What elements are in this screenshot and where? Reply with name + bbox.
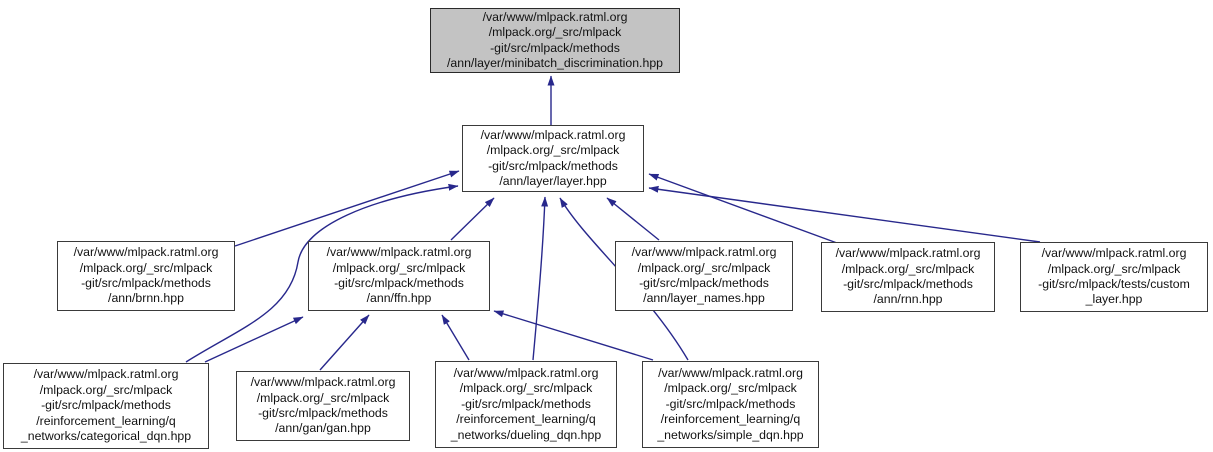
edge-ffn-to-layer <box>450 197 495 241</box>
node-minibatch-discrimination-hpp[interactable]: /var/www/mlpack.ratml.org /mlpack.org/_s… <box>430 8 680 73</box>
node-custom-layer-hpp[interactable]: /var/www/mlpack.ratml.org /mlpack.org/_s… <box>1020 242 1208 312</box>
node-layer-names-hpp[interactable]: /var/www/mlpack.ratml.org /mlpack.org/_s… <box>615 241 793 311</box>
edge-brnn-to-layer <box>234 170 460 247</box>
edge-simple-to-ffn <box>493 310 654 361</box>
node-gan-hpp[interactable]: /var/www/mlpack.ratml.org /mlpack.org/_s… <box>236 371 410 441</box>
edge-dueling-to-layer <box>532 196 549 361</box>
node-brnn-hpp[interactable]: /var/www/mlpack.ratml.org /mlpack.org/_s… <box>57 241 235 311</box>
edge-dueling-to-ffn <box>441 314 470 361</box>
edge-layernames-to-layer <box>606 197 660 241</box>
node-dueling-dqn-hpp[interactable]: /var/www/mlpack.ratml.org /mlpack.org/_s… <box>435 361 617 448</box>
edge-categorical-to-ffn <box>204 316 304 363</box>
node-layer-hpp[interactable]: /var/www/mlpack.ratml.org /mlpack.org/_s… <box>462 125 644 192</box>
edge-categorical-to-layer <box>185 183 459 363</box>
node-simple-dqn-hpp[interactable]: /var/www/mlpack.ratml.org /mlpack.org/_s… <box>642 361 819 448</box>
node-ffn-hpp[interactable]: /var/www/mlpack.ratml.org /mlpack.org/_s… <box>308 241 490 311</box>
edge-gan-to-ffn <box>319 314 370 371</box>
edge-customlayer-to-layer <box>648 185 1041 243</box>
edge-rnn-to-layer <box>648 173 838 244</box>
node-rnn-hpp[interactable]: /var/www/mlpack.ratml.org /mlpack.org/_s… <box>821 242 995 312</box>
node-categorical-dqn-hpp[interactable]: /var/www/mlpack.ratml.org /mlpack.org/_s… <box>3 363 209 449</box>
